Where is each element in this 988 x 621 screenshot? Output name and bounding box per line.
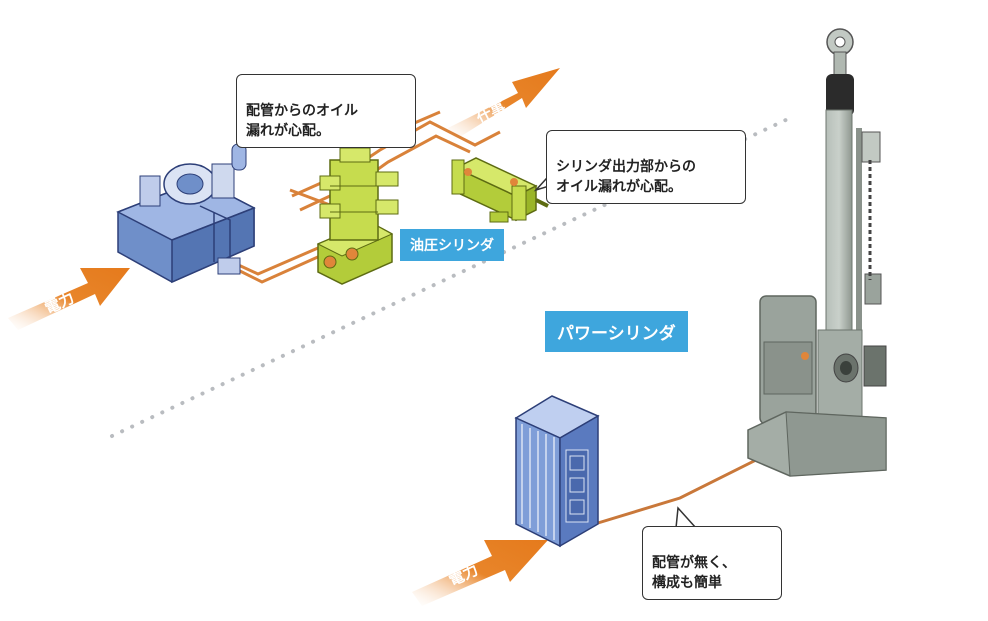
control-cabinet	[514, 395, 600, 548]
power-cylinder-actuator	[747, 28, 887, 477]
power-cylinder-label: パワーシリンダ	[545, 311, 688, 352]
hydraulic-cylinder-label-text: 油圧シリンダ	[410, 238, 494, 254]
callout-no-piping: 配管が無く、 構成も簡単	[642, 526, 782, 600]
power-cylinder-label-text: パワーシリンダ	[557, 324, 676, 344]
hydraulic-power-unit	[116, 143, 256, 284]
callout-pipe-leak-concern: 配管からのオイル 漏れが心配。	[236, 74, 416, 148]
callout-cylinder-leak-text: シリンダ出力部からの オイル漏れが心配。	[556, 159, 696, 195]
callout-pipe-leak-text: 配管からのオイル 漏れが心配。	[246, 103, 358, 139]
callout-cylinder-leak-concern: シリンダ出力部からの オイル漏れが心配。	[546, 130, 746, 204]
valve-stack	[316, 147, 399, 285]
callout-bot-pointer	[675, 506, 698, 529]
hydraulic-cylinder-label: 油圧シリンダ	[400, 229, 504, 261]
callout-no-piping-text: 配管が無く、 構成も簡単	[652, 555, 736, 591]
hydraulic-cylinder	[451, 157, 549, 223]
work-arrow: 仕事	[448, 68, 560, 140]
power-arrow-left: 電力	[8, 268, 130, 330]
power-arrow-bottom: 電力	[412, 540, 548, 606]
